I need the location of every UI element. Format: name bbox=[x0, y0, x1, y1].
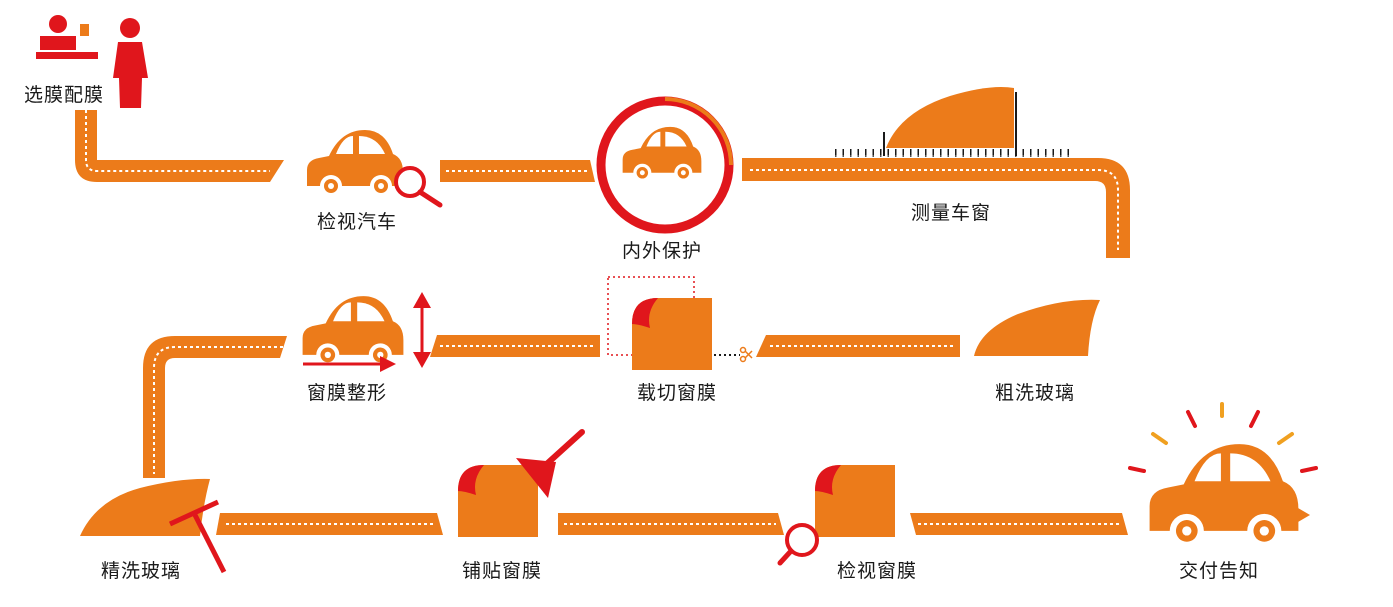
film-cut-icon bbox=[607, 276, 753, 370]
film-apply-icon bbox=[458, 429, 585, 537]
flow-path bbox=[75, 110, 1130, 535]
step-label-7: 窗膜整形 bbox=[306, 382, 388, 404]
path-segment bbox=[75, 110, 284, 182]
step-label-11: 交付告知 bbox=[1178, 560, 1260, 582]
step-label-5: 粗洗玻璃 bbox=[994, 382, 1076, 404]
car-magnifier-icon bbox=[307, 130, 443, 208]
film-magnifier-icon bbox=[777, 465, 895, 566]
glass-icon bbox=[974, 299, 1100, 356]
step-label-3: 内外保护 bbox=[621, 240, 703, 262]
step-label-10: 检视窗膜 bbox=[836, 560, 918, 582]
protected-car-icon bbox=[596, 96, 734, 234]
step-label-9: 铺贴窗膜 bbox=[461, 560, 543, 582]
step-label-2: 检视汽车 bbox=[316, 211, 398, 233]
step-label-6: 载切窗膜 bbox=[636, 382, 718, 404]
path-segment bbox=[756, 335, 960, 357]
glass-squeegee-icon bbox=[80, 478, 227, 574]
shining-car-icon bbox=[1128, 402, 1318, 548]
scissors-icon bbox=[739, 346, 753, 363]
path-segment bbox=[910, 513, 1128, 535]
path-segment bbox=[742, 158, 1130, 258]
step-label-4: 测量车窗 bbox=[910, 202, 992, 224]
path-segment bbox=[440, 160, 595, 182]
path-segment bbox=[143, 336, 287, 478]
step-label-1: 选膜配膜 bbox=[23, 84, 105, 106]
window-measure-icon bbox=[835, 87, 1070, 157]
car-arrows-icon bbox=[302, 292, 431, 372]
consultant-icon bbox=[36, 15, 148, 108]
path-segment bbox=[558, 513, 784, 535]
step-label-8: 精洗玻璃 bbox=[100, 560, 182, 582]
